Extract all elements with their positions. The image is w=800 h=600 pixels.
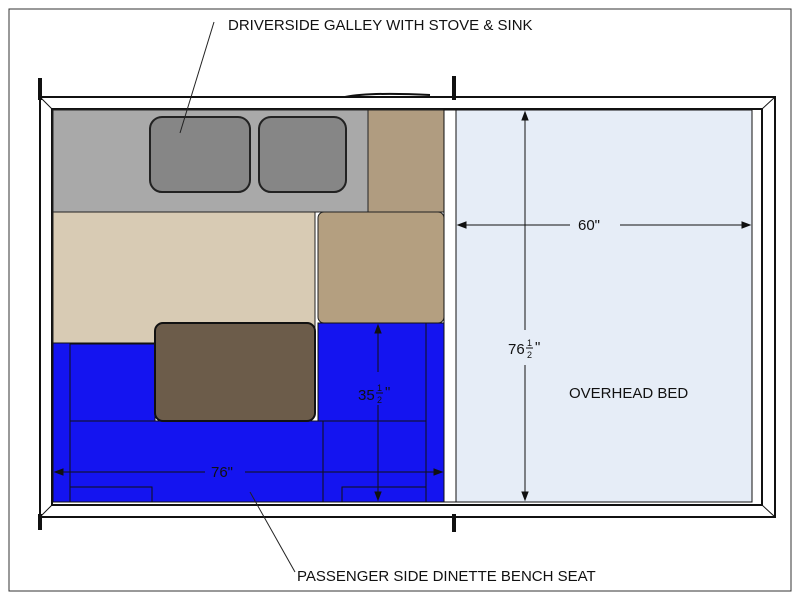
sink [258,116,347,193]
bed-label: OVERHEAD BED [569,385,688,402]
svg-text:1: 1 [527,338,532,348]
svg-text:": " [535,339,540,356]
wall-divider [443,109,457,503]
bed-width-dimension: 60" [578,217,600,234]
cabinet-mid [317,211,445,324]
galley-label: DRIVERSIDE GALLEY WITH STOVE & SINK [228,17,533,34]
bed-length-dimension: 76 1 2 " [508,338,540,360]
floor-area [52,211,316,344]
dinette-label: PASSENGER SIDE DINETTE BENCH SEAT [297,568,596,585]
svg-text:": " [385,384,390,401]
dinette-bench [52,322,445,503]
dinette-depth-dimension: 35 1 2 " [358,383,390,405]
svg-text:1: 1 [377,383,382,393]
overhead-bed [455,109,753,503]
svg-text:2: 2 [527,350,532,360]
svg-text:2: 2 [377,395,382,405]
dinette-leader-line [249,491,296,573]
svg-text:76: 76 [508,341,525,358]
stove [149,116,251,193]
dinette-table [154,322,316,422]
dimension-lines [53,110,752,502]
svg-text:35: 35 [358,387,375,404]
cabinet-top [367,109,445,213]
dinette-length-dimension: 76" [211,464,233,481]
galley-leader-line [179,21,215,134]
